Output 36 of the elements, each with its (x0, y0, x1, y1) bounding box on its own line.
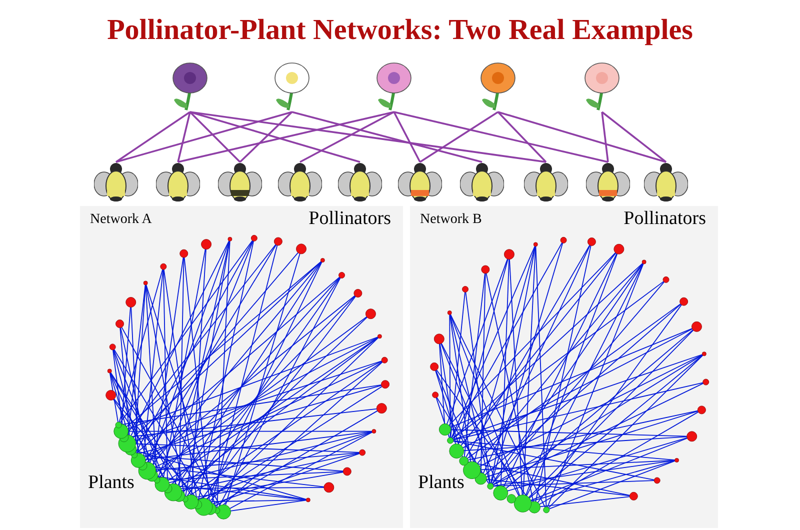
connector-line (601, 112, 609, 162)
bee-drawing (524, 162, 568, 202)
diagram-title: Pollinator-Plant Networks: Two Real Examples (106, 14, 694, 47)
connector-line (300, 111, 394, 163)
connector-line (239, 111, 293, 163)
group-label: Plants (88, 472, 134, 494)
bee-drawing (460, 162, 504, 202)
panel-title: Network A (90, 212, 152, 228)
connector-line (601, 111, 667, 163)
connector-line (189, 111, 241, 163)
bee-drawing (338, 162, 382, 202)
bee-drawing (644, 162, 688, 202)
connector-line (190, 111, 546, 163)
connector-line (393, 112, 421, 162)
connector-line (420, 111, 498, 163)
network-panel (410, 206, 718, 528)
connector-line (498, 111, 666, 163)
bee-drawing (586, 162, 630, 202)
group-label: Plants (418, 472, 464, 494)
group-label: Pollinators (308, 208, 391, 230)
connector-line (116, 111, 190, 163)
connector-line (177, 112, 191, 162)
bee-drawing (156, 162, 200, 202)
bee-drawing (94, 162, 138, 202)
connector-line (116, 111, 292, 163)
connector-line (497, 111, 547, 163)
bee-drawing (278, 162, 322, 202)
connector-line (292, 111, 482, 163)
panel-title: Network B (420, 212, 482, 228)
connector-line (190, 111, 360, 163)
bee-drawing (218, 162, 262, 202)
bee-drawing (398, 162, 442, 202)
connector-line (394, 111, 608, 163)
group-label: Pollinators (624, 208, 706, 230)
connector-line (178, 111, 394, 163)
network-panel (80, 206, 403, 528)
